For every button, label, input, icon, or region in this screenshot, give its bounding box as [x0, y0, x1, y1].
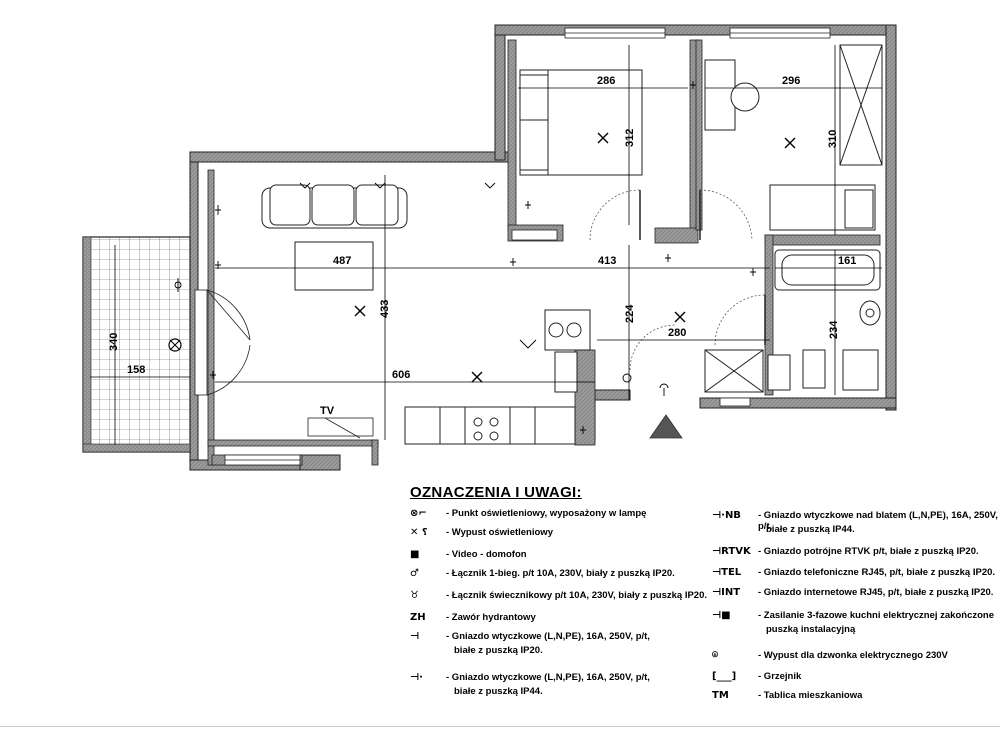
legend-item-text: - Wypust oświetleniowy — [446, 527, 553, 538]
tv-unit — [307, 417, 374, 439]
legend-item-text: - Wypust dla dzwonka elektrycznego 230V — [758, 650, 948, 661]
coffee-table — [294, 241, 374, 291]
tv-label: TV — [320, 405, 335, 417]
dim-bedroom1-height: 312 — [624, 129, 636, 147]
legend-item-text-continued: białe z puszką IP44. — [766, 524, 855, 535]
wardrobe-bedroom-2 — [839, 44, 883, 166]
dim-balcony-width: 158 — [127, 364, 145, 376]
legend-symbol: ⊣· — [410, 672, 423, 683]
bottom-divider — [0, 726, 1000, 727]
legend-symbol: ZH — [410, 612, 426, 623]
kitchen-counter — [404, 309, 591, 445]
legend-symbol: ⊣■ — [712, 610, 731, 621]
windows — [224, 27, 831, 466]
dim-bathroom-height: 234 — [828, 320, 840, 339]
door-leafs — [639, 190, 766, 345]
legend-symbol: [___] — [712, 671, 737, 682]
legend-symbol: ⊗⌐ — [410, 508, 427, 519]
dim-living-tv-width: 487 — [333, 255, 351, 267]
washbasin — [859, 300, 881, 326]
light-points — [354, 132, 796, 383]
legend-item-text: - Gniazdo potrójne RTVK p/t, białe z pus… — [758, 546, 979, 557]
legend-symbol: ⊣·NB — [712, 510, 741, 521]
legend-symbol: ⌾ — [712, 650, 718, 661]
dim-bedroom1-width: 286 — [597, 75, 615, 87]
legend-item-text-continued: puszką instalacyjną — [766, 624, 856, 635]
legend-item-text: - Video - domofon — [446, 549, 527, 560]
legend-item-text: - Punkt oświetleniowy, wyposażony w lamp… — [446, 508, 647, 519]
dim-balcony-height: 340 — [108, 333, 120, 351]
shower — [704, 349, 791, 393]
legend-symbol: ✕ ⸮ — [410, 527, 428, 538]
dim-living-height: 433 — [379, 300, 391, 318]
legend-item-text: - Tablica mieszkaniowa — [758, 690, 863, 701]
legend-item-text: - Gniazdo internetowe RJ45, p/t, białe z… — [758, 587, 994, 598]
legend-symbol: ⊣INT — [712, 587, 741, 598]
legend-symbol: ♂ — [410, 568, 419, 579]
legend-item-text: - Zawór hydrantowy — [446, 612, 536, 623]
legend-item-text: - Gniazdo wtyczkowe (L,N,PE), 16A, 250V,… — [446, 631, 650, 642]
dim-hall-width: 280 — [668, 327, 686, 339]
legend-symbol: ⊣TEL — [712, 567, 742, 578]
legend-item-text-continued: białe z puszką IP44. — [454, 686, 543, 697]
dim-bathroom-width: 161 — [838, 255, 856, 267]
dim-hall-height: 224 — [624, 304, 636, 323]
balcony-door — [194, 289, 251, 396]
balcony — [82, 236, 191, 453]
toilet — [802, 349, 879, 391]
legend-item-text: - Zasilanie 3-fazowe kuchni elektrycznej… — [758, 610, 994, 621]
door-swings — [589, 189, 766, 371]
legend-item-text: - Łącznik 1-bieg. p/t 10A, 230V, biały z… — [446, 568, 675, 579]
legend-item-text: - Grzejnik — [758, 671, 802, 682]
legend-symbol: ♉ — [410, 590, 419, 601]
dim-bedroom2-height: 310 — [827, 130, 839, 148]
dim-bedroom2-width: 296 — [782, 75, 800, 87]
legend-symbol: TM — [712, 690, 729, 701]
legend-item-text: - Łącznik świecznikowy p/t 10A, 230V, bi… — [446, 590, 708, 601]
legend-item-text: - Gniazdo telefoniczne RJ45, p/t, białe … — [758, 567, 996, 578]
legend-symbol: ⊣RTVK — [712, 546, 751, 557]
legend-title: OZNACZENIA I UWAGI: — [410, 484, 582, 501]
dim-living-width: 413 — [598, 255, 616, 267]
electrical-symbols — [174, 81, 756, 434]
bed-bedroom-2 — [769, 184, 876, 231]
dim-living-length: 606 — [392, 369, 410, 381]
sofa — [261, 184, 408, 229]
legend-item-text: - Gniazdo wtyczkowe (L,N,PE), 16A, 250V,… — [446, 672, 650, 683]
dimension-lines — [90, 45, 882, 445]
legend-item-text-continued: białe z puszką IP20. — [454, 645, 543, 656]
legend-symbol: ⊣ — [410, 631, 420, 642]
bathtub — [774, 249, 881, 291]
legend-symbol: ■ — [410, 549, 420, 560]
entrance-arrow — [649, 414, 683, 439]
wardrobe-bedroom-1 — [511, 229, 558, 241]
bed-bedroom-1 — [519, 69, 643, 176]
desk-bedroom-2 — [704, 59, 760, 131]
legend-item-text: - Gniazdo wtyczkowe nad blatem (L,N,PE),… — [758, 510, 998, 532]
